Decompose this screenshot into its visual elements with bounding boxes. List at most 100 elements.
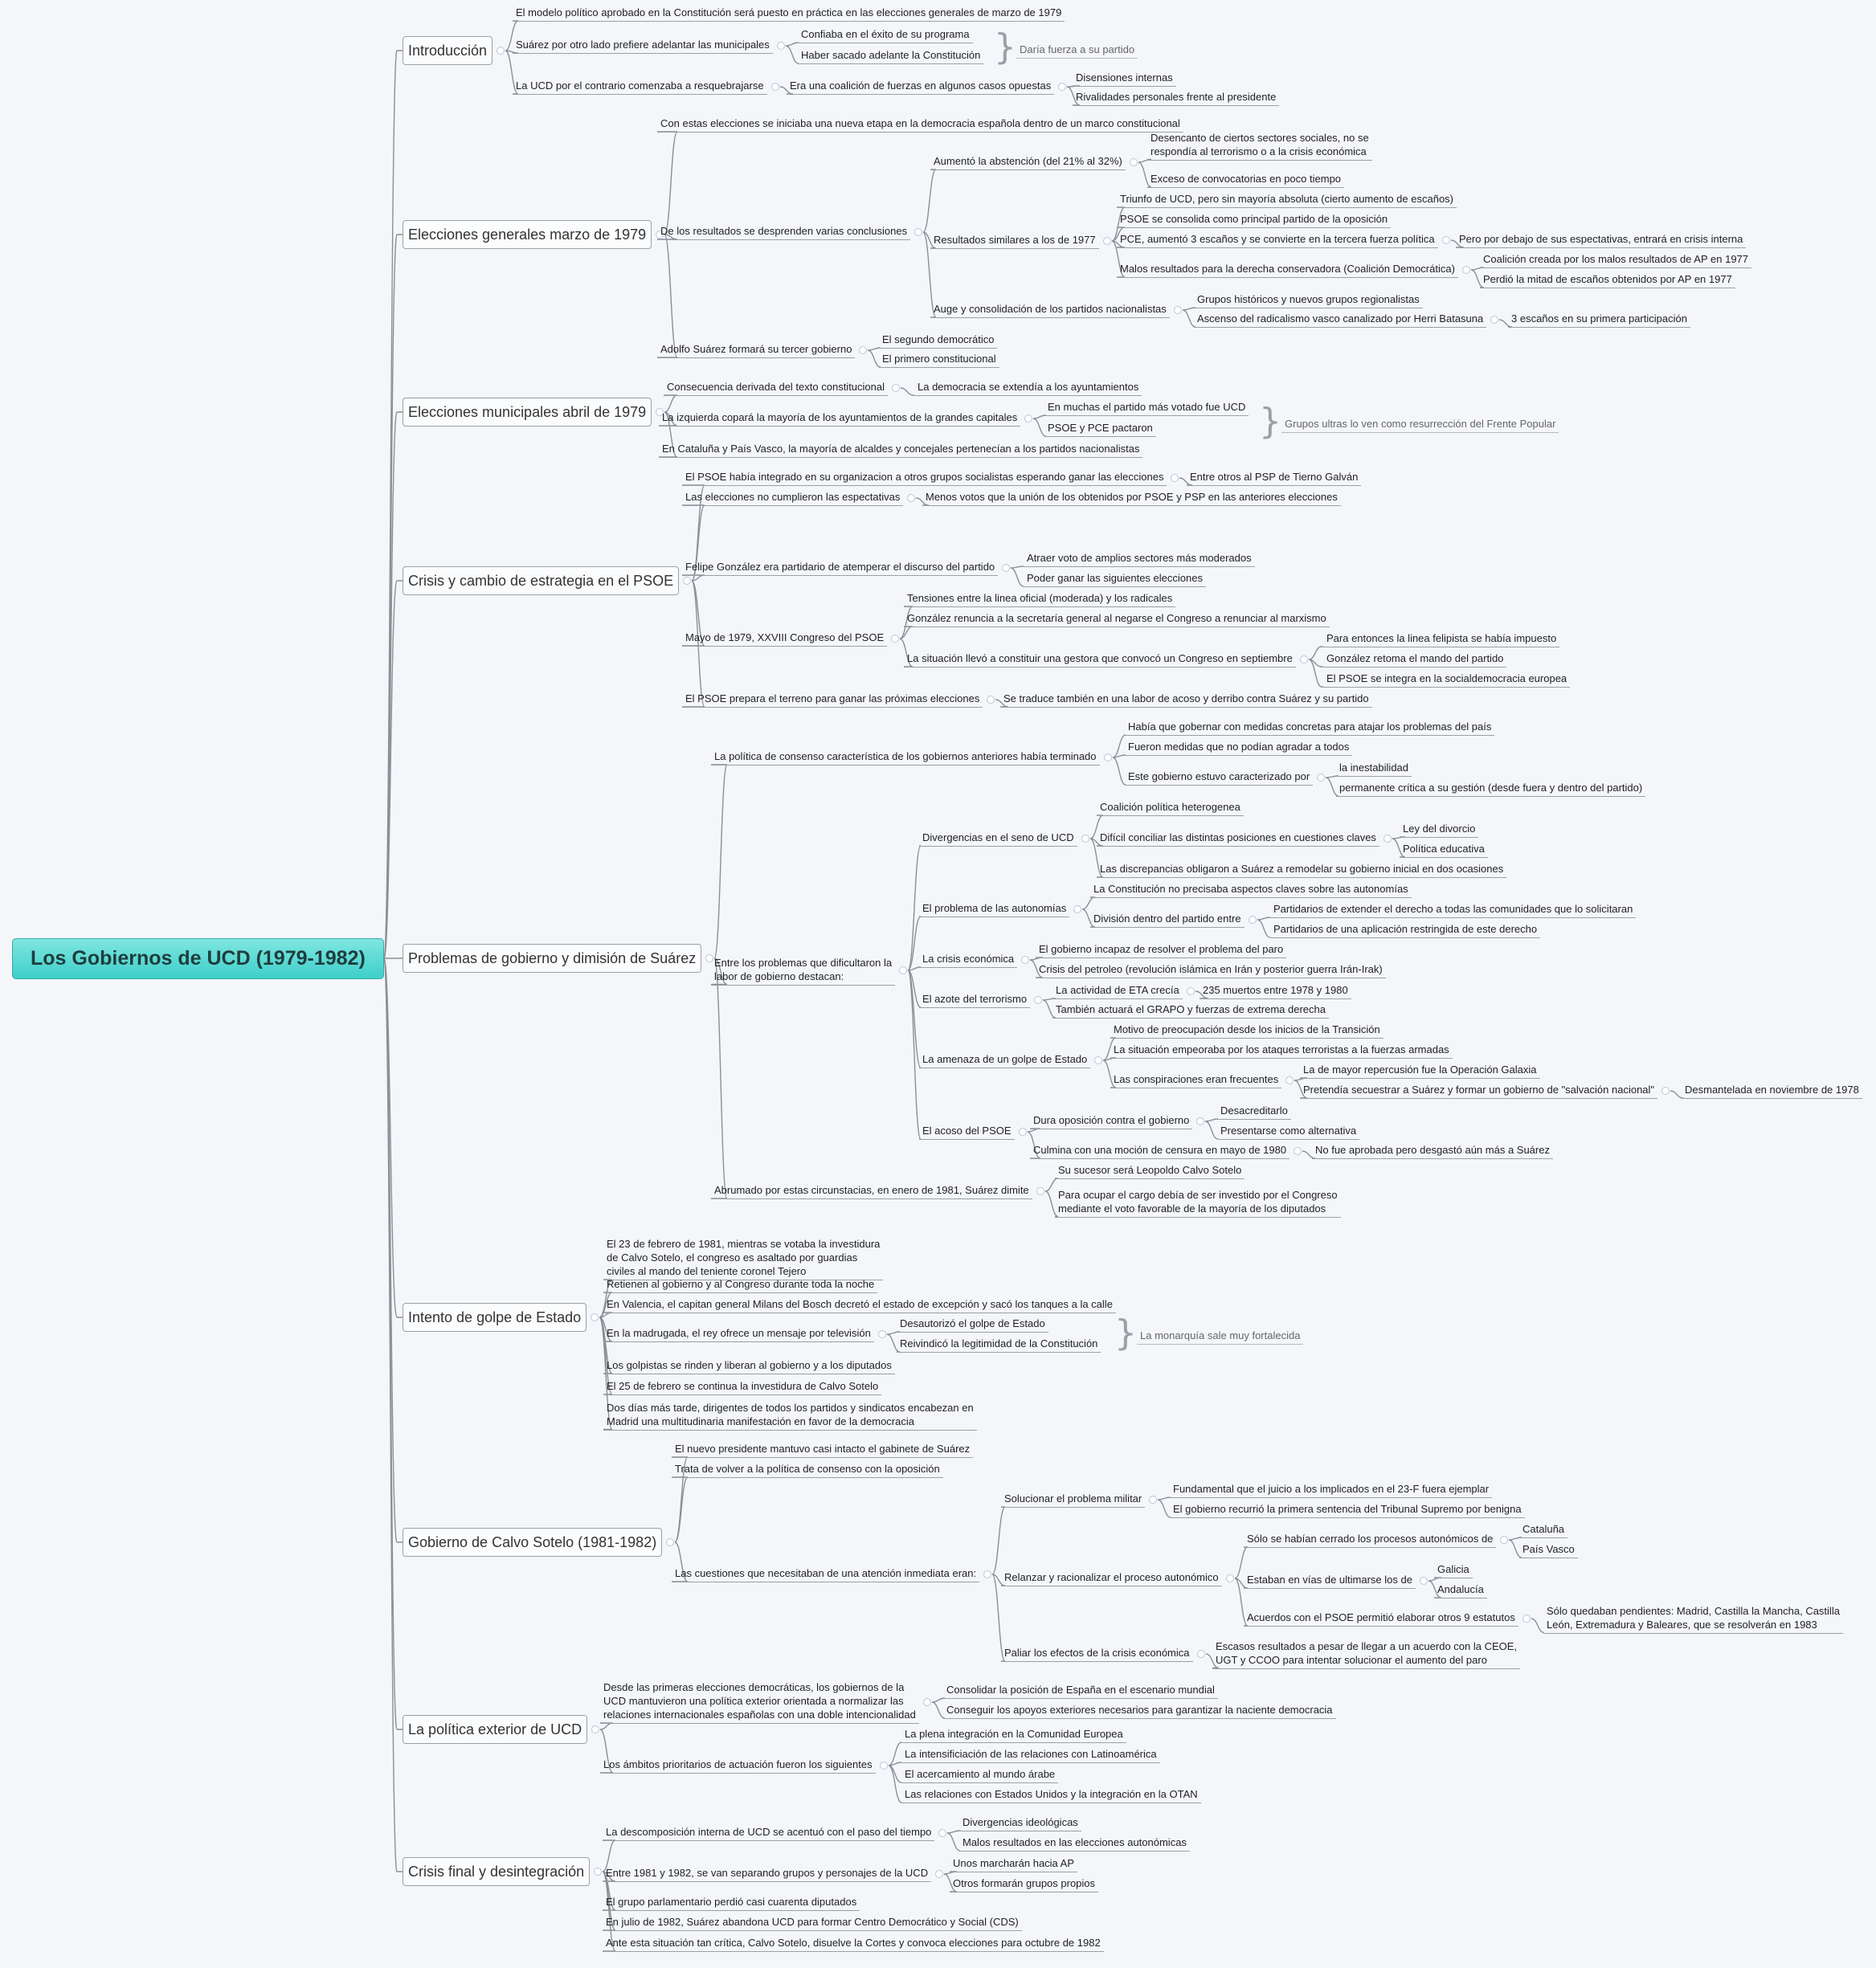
topic-node[interactable]: Auge y consolidación de los partidos nac… [930, 302, 1170, 318]
topic-node[interactable]: Consolidar la posición de España en el e… [943, 1683, 1218, 1699]
topic-node[interactable]: El acoso del PSOE [919, 1124, 1015, 1140]
topic-node[interactable]: Tensiones entre la linea oficial (modera… [904, 591, 1176, 607]
topic-node[interactable]: Pero por debajo de sus espectativas, ent… [1456, 232, 1747, 248]
topic-node[interactable]: Entre 1981 y 1982, se van separando grup… [603, 1866, 932, 1882]
topic-node[interactable]: Escasos resultados a pesar de llegar a u… [1212, 1639, 1521, 1669]
topic-node[interactable]: Cataluña [1519, 1522, 1568, 1538]
topic-node[interactable]: Su sucesor será Leopoldo Calvo Sotelo [1055, 1163, 1245, 1179]
topic-node[interactable]: Los golpistas se rinden y liberan al gob… [603, 1358, 895, 1374]
collapse-toggle-icon[interactable] [1024, 414, 1032, 423]
topic-node[interactable]: El segundo democrático [879, 333, 998, 349]
topic-node[interactable]: País Vasco [1519, 1542, 1578, 1558]
collapse-toggle-icon[interactable] [705, 954, 713, 962]
branch-topic[interactable]: Crisis final y desintegración [403, 1857, 591, 1886]
collapse-toggle-icon[interactable] [899, 966, 907, 974]
collapse-toggle-icon[interactable] [1094, 1056, 1102, 1064]
topic-node[interactable]: Motivo de preocupación desde los inicios… [1110, 1023, 1383, 1039]
topic-node[interactable]: permanente crítica a su gestión (desde f… [1336, 781, 1646, 797]
topic-node[interactable]: Ante esta situación tan crítica, Calvo S… [603, 1936, 1104, 1952]
topic-node[interactable]: Partidarios de una aplicación restringid… [1270, 922, 1541, 938]
collapse-toggle-icon[interactable] [1383, 835, 1392, 843]
topic-node[interactable]: Era una coalición de fuerzas en algunos … [787, 79, 1055, 95]
topic-node[interactable]: El 25 de febrero se continua la investid… [603, 1379, 882, 1395]
collapse-toggle-icon[interactable] [923, 1698, 931, 1706]
collapse-toggle-icon[interactable] [859, 346, 867, 354]
collapse-toggle-icon[interactable] [1522, 1615, 1531, 1623]
topic-node[interactable]: Malos resultados en las elecciones auton… [959, 1835, 1190, 1852]
root-topic[interactable]: Los Gobiernos de UCD (1979-1982) [12, 937, 384, 979]
topic-node[interactable]: Poder ganar las siguientes elecciones [1024, 571, 1206, 587]
topic-node[interactable]: Consecuencia derivada del texto constitu… [664, 380, 889, 396]
topic-node[interactable]: Disensiones internas [1073, 71, 1176, 87]
collapse-toggle-icon[interactable] [591, 1313, 599, 1321]
topic-node[interactable]: Exceso de convocatorias en poco tiempo [1147, 172, 1345, 188]
topic-node[interactable]: En muchas el partido más votado fue UCD [1044, 400, 1249, 416]
collapse-toggle-icon[interactable] [1019, 1128, 1027, 1136]
topic-node[interactable]: Dura oposición contra el gobierno [1030, 1113, 1193, 1129]
topic-node[interactable]: Culmina con una moción de censura en may… [1030, 1143, 1290, 1159]
topic-node[interactable]: Con estas elecciones se iniciaba una nue… [657, 116, 1183, 133]
collapse-toggle-icon[interactable] [1442, 236, 1450, 244]
topic-node[interactable]: Abrumado por estas circunstacias, en ene… [711, 1183, 1032, 1199]
collapse-toggle-icon[interactable] [983, 1570, 991, 1578]
collapse-toggle-icon[interactable] [935, 1870, 943, 1878]
collapse-toggle-icon[interactable] [683, 577, 691, 585]
collapse-toggle-icon[interactable] [771, 83, 779, 91]
topic-node[interactable]: La intensificiación de las relaciones co… [901, 1747, 1160, 1763]
topic-node[interactable]: Retienen al gobierno y al Congreso duran… [603, 1277, 878, 1293]
collapse-toggle-icon[interactable] [1149, 1496, 1157, 1504]
collapse-toggle-icon[interactable] [1462, 266, 1470, 274]
branch-topic[interactable]: Gobierno de Calvo Sotelo (1981-1982) [403, 1528, 663, 1557]
collapse-toggle-icon[interactable] [1226, 1574, 1234, 1582]
branch-topic[interactable]: Problemas de gobierno y dimisión de Suár… [403, 944, 702, 973]
topic-node[interactable]: Otros formarán grupos propios [950, 1876, 1099, 1892]
branch-topic[interactable]: Elecciones municipales abril de 1979 [403, 398, 652, 427]
topic-node[interactable]: Unos marcharán hacia AP [950, 1856, 1078, 1872]
topic-node[interactable]: Acuerdos con el PSOE permitió elaborar o… [1244, 1611, 1518, 1627]
topic-node[interactable]: La crisis económica [919, 952, 1018, 968]
topic-node[interactable]: Resultados similares a los de 1977 [930, 233, 1099, 249]
topic-node[interactable]: 235 muertos entre 1978 y 1980 [1200, 983, 1351, 999]
topic-node[interactable]: Mayo de 1979, XXVIII Congreso del PSOE [682, 631, 888, 647]
collapse-toggle-icon[interactable] [987, 696, 995, 704]
branch-topic[interactable]: La política exterior de UCD [403, 1715, 588, 1744]
topic-node[interactable]: Las conspiraciones eran frecuentes [1110, 1072, 1282, 1088]
collapse-toggle-icon[interactable] [892, 384, 900, 392]
topic-node[interactable]: La política de consenso característica d… [711, 749, 1100, 766]
topic-node[interactable]: Malos resultados para la derecha conserv… [1117, 262, 1458, 278]
collapse-toggle-icon[interactable] [1130, 158, 1138, 166]
topic-node[interactable]: Este gobierno estuvo caracterizado por [1125, 770, 1314, 786]
topic-node[interactable]: Relanzar y racionalizar el proceso auton… [1001, 1570, 1222, 1586]
topic-node[interactable]: La amenaza de un golpe de Estado [919, 1052, 1091, 1068]
topic-node[interactable]: Solucionar el problema militar [1001, 1492, 1146, 1508]
collapse-toggle-icon[interactable] [1420, 1577, 1428, 1585]
topic-node[interactable]: Política educativa [1400, 842, 1488, 858]
topic-node[interactable]: El gobierno recurrió la primera sentenci… [1170, 1502, 1525, 1518]
topic-node[interactable]: Divergencias en el seno de UCD [919, 831, 1077, 847]
topic-node[interactable]: De los resultados se desprenden varias c… [657, 224, 911, 240]
topic-node[interactable]: Difícil conciliar las distintas posicion… [1097, 831, 1379, 847]
topic-node[interactable]: La situación empeoraba por los ataques t… [1110, 1043, 1453, 1059]
topic-node[interactable]: El grupo parlamentario perdió casi cuare… [603, 1895, 860, 1911]
topic-node[interactable]: La situación llevó a constituir una gest… [904, 651, 1296, 668]
topic-node[interactable]: Trata de volver a la política de consens… [672, 1462, 943, 1478]
topic-node[interactable]: Rivalidades personales frente al preside… [1073, 90, 1280, 106]
topic-node[interactable]: PSOE se consolida como principal partido… [1117, 212, 1392, 228]
topic-node[interactable]: PCE, aumentó 3 escaños y se convierte en… [1117, 232, 1438, 248]
collapse-toggle-icon[interactable] [1196, 1117, 1204, 1125]
topic-node[interactable]: Partidarios de extender el derecho a tod… [1270, 902, 1637, 918]
topic-node[interactable]: En Cataluña y País Vasco, la mayoría de … [659, 442, 1143, 458]
topic-node[interactable]: Desmantelada en noviembre de 1978 [1682, 1083, 1862, 1099]
topic-node[interactable]: Había que gobernar con medidas concretas… [1125, 720, 1495, 736]
topic-node[interactable]: Estaban en vías de ultimarse los de [1244, 1573, 1416, 1589]
collapse-toggle-icon[interactable] [594, 1868, 602, 1876]
topic-node[interactable]: Ley del divorcio [1400, 822, 1479, 838]
topic-node[interactable]: Ascenso del radicalismo vasco canalizado… [1194, 312, 1487, 328]
topic-node[interactable]: Las cuestiones que necesitaban de una at… [672, 1566, 980, 1582]
topic-node[interactable]: Aumentó la abstención (del 21% al 32%) [930, 154, 1126, 170]
topic-node[interactable]: La de mayor repercusión fue la Operación… [1300, 1063, 1540, 1079]
topic-node[interactable]: Galicia [1434, 1562, 1473, 1578]
collapse-toggle-icon[interactable] [1058, 83, 1066, 91]
collapse-toggle-icon[interactable] [880, 1762, 888, 1770]
topic-node[interactable]: La izquierda copará la mayoría de los ay… [659, 410, 1021, 427]
